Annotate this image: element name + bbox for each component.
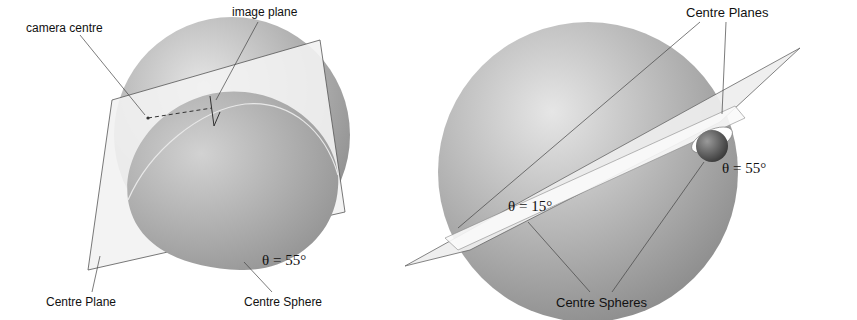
right-figure [405,22,800,320]
angle-label: θ = 55° [722,160,766,177]
left-figure [80,17,350,292]
camera-centre-dot [146,116,149,119]
centre-plane [405,48,800,266]
hemisphere-rim [128,104,338,200]
image-plane-mark [210,96,220,126]
centre-plane [445,106,745,250]
leader-line [92,256,100,292]
callout-label: Centre Planes [686,6,768,20]
leader-line [528,222,590,292]
leader-line [80,35,145,115]
leader-line [612,162,704,292]
callout-label: Centre Sphere [244,296,322,309]
callout-label: Centre Spheres [556,296,647,310]
callout-label: Centre Plane [46,296,116,309]
optical-axis [148,108,212,118]
angle-label: θ = 55° [262,252,306,269]
angle-label: θ = 15° [508,198,552,215]
centre-plane [88,40,345,270]
leader-line [216,22,258,100]
small-sphere [696,130,728,162]
leader-line [722,22,726,114]
callout-label: image plane [232,6,297,19]
front-hemisphere [127,91,338,270]
callout-label: camera centre [26,22,103,35]
leader-line [458,22,700,228]
